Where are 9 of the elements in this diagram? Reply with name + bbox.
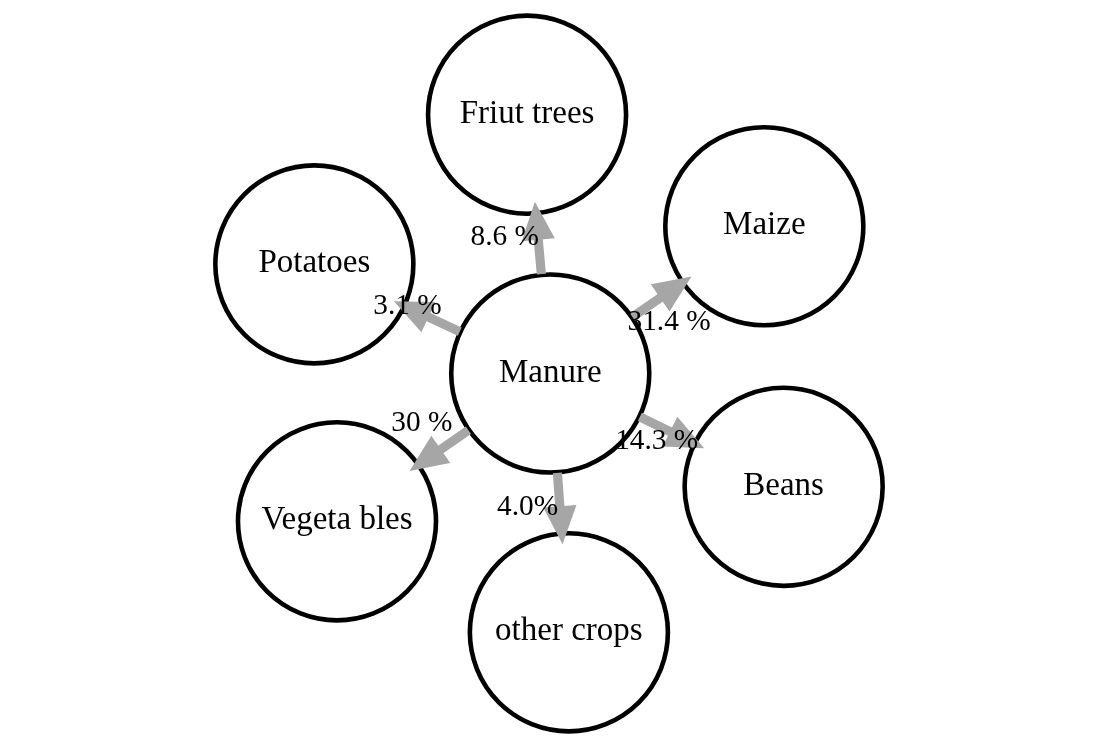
edge-label: 3.1 % [372, 288, 442, 321]
edge-label: 4.0% [496, 489, 558, 522]
node-circle: other crops [467, 531, 670, 734]
arrow [542, 472, 576, 545]
node-circle: Friut trees [425, 13, 628, 216]
arrow [521, 201, 555, 275]
arrow [409, 426, 471, 471]
edge-label: 8.6 % [470, 219, 539, 252]
arrow [393, 301, 462, 336]
